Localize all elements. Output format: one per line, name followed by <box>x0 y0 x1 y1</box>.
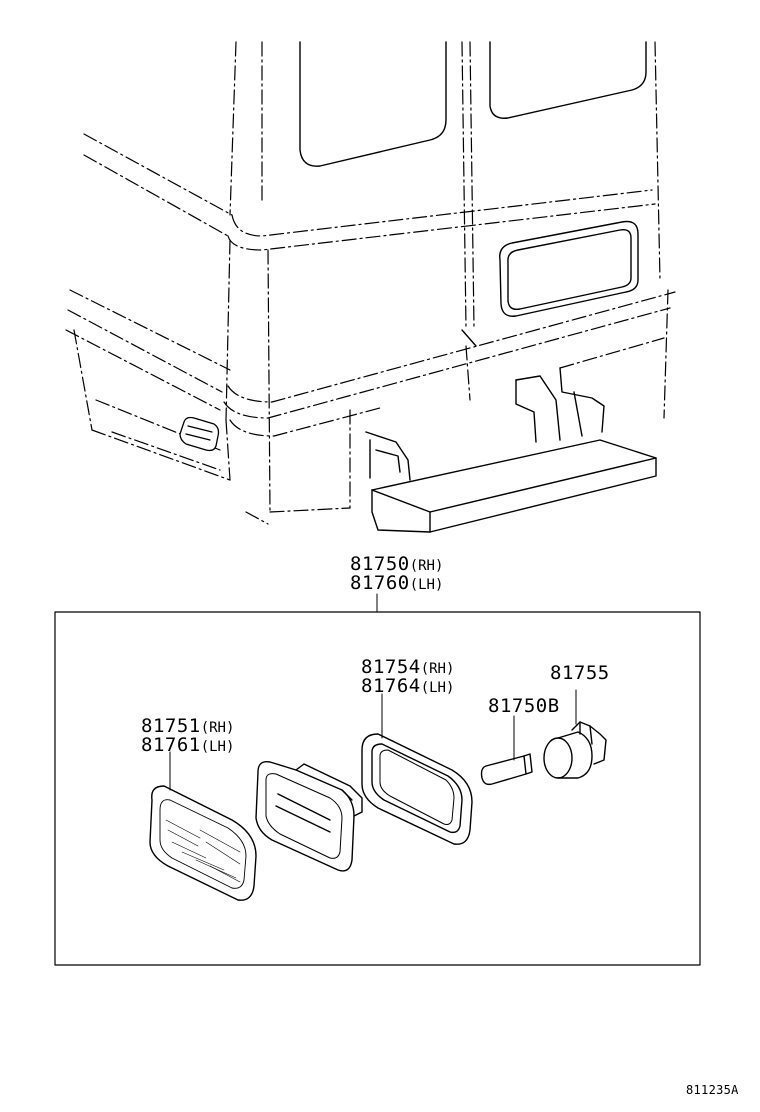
gasket-lh-label: 81764(LH) <box>361 677 454 696</box>
bulb-number: 81750B <box>488 695 560 717</box>
lens-part <box>149 785 257 901</box>
assembly-rh-number: 81750 <box>350 553 410 575</box>
socket-number: 81755 <box>550 662 610 684</box>
lens-lh-label: 81761(LH) <box>141 736 234 755</box>
gasket-rh-label: 81754(RH) <box>361 658 454 677</box>
vehicle-rear-body <box>65 41 676 533</box>
assembly-lh-number: 81760 <box>350 572 410 594</box>
gasket-part <box>361 733 473 845</box>
housing-part <box>255 761 363 872</box>
gasket-rh-number: 81754 <box>361 656 421 678</box>
assembly-lh-side: (LH) <box>409 577 444 593</box>
side-marker-on-body <box>179 416 220 452</box>
lens-lh-side: (LH) <box>200 739 235 755</box>
lens-rh-label: 81751(RH) <box>141 717 234 736</box>
gasket-lh-number: 81764 <box>361 675 421 697</box>
socket-part <box>543 721 607 779</box>
bulb-part <box>480 753 533 786</box>
assembly-rh-side: (RH) <box>409 558 444 574</box>
lens-rh-number: 81751 <box>141 715 201 737</box>
assembly-rh-label: 81750(RH) <box>350 555 443 574</box>
parts-box <box>54 611 701 966</box>
gasket-rh-side: (RH) <box>420 661 455 677</box>
lens-lh-number: 81761 <box>141 734 201 756</box>
figure-code: 811235A <box>686 1083 739 1097</box>
gasket-lh-side: (LH) <box>420 680 455 696</box>
lens-rh-side: (RH) <box>200 720 235 736</box>
assembly-lh-label: 81760(LH) <box>350 574 443 593</box>
